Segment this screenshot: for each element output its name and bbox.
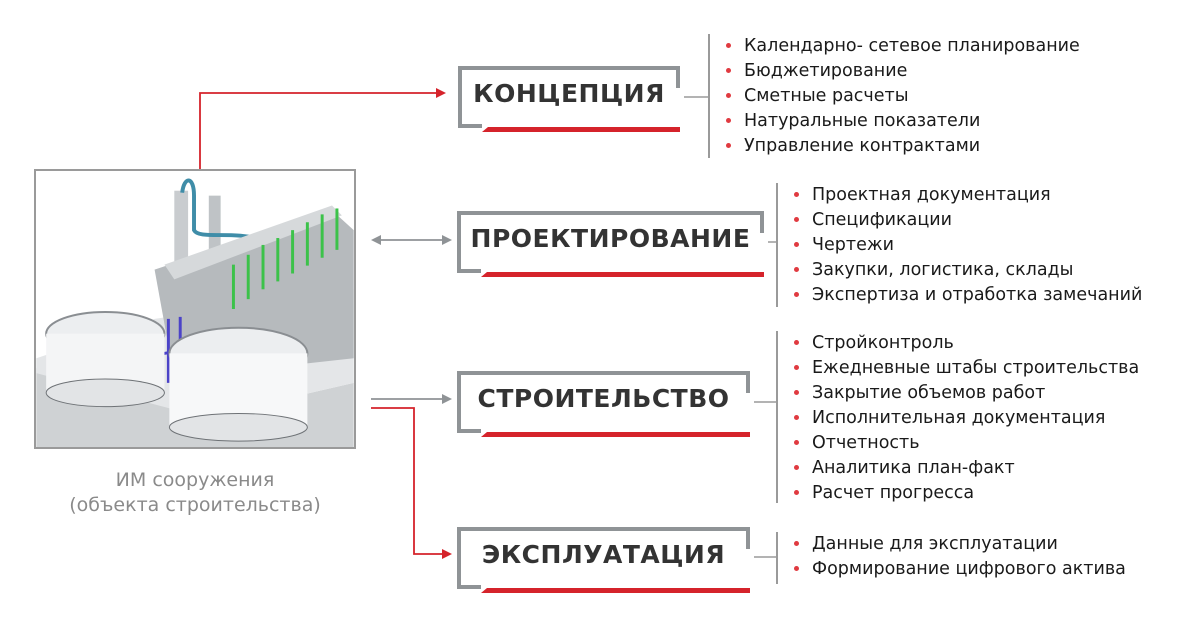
list-item: Спецификации bbox=[794, 208, 1142, 233]
list-item: Аналитика план-факт bbox=[794, 456, 1139, 481]
bullet-icon bbox=[794, 541, 799, 546]
list-item: Натуральные показатели bbox=[726, 109, 1080, 134]
industrial-plant-illustration bbox=[36, 171, 354, 447]
bullet-icon bbox=[794, 465, 799, 470]
bullet-icon bbox=[794, 292, 799, 297]
red-underline-accent bbox=[481, 432, 750, 437]
stage-title: КОНЦЕПЦИЯ bbox=[473, 79, 665, 108]
model-caption-line-1: ИМ сооружения bbox=[115, 469, 275, 491]
bullet-icon bbox=[794, 365, 799, 370]
model-caption-line-2: (объекта строительства) bbox=[69, 494, 321, 516]
bullet-icon bbox=[794, 192, 799, 197]
list-item: Закупки, логистика, склады bbox=[794, 258, 1142, 283]
bullet-icon bbox=[794, 415, 799, 420]
facility-3d-model-image bbox=[34, 169, 356, 449]
list-item: Управление контрактами bbox=[726, 134, 1080, 159]
stage-construction-box: СТРОИТЕЛЬСТВО bbox=[457, 371, 754, 437]
stage-design-list: Проектная документация Спецификации Черт… bbox=[776, 183, 1142, 307]
bullet-icon bbox=[794, 217, 799, 222]
list-item: Закрытие объемов работ bbox=[794, 381, 1139, 406]
list-item: Исполнительная документация bbox=[794, 406, 1139, 431]
list-bracket bbox=[708, 34, 710, 158]
stage-construction-list: Стройконтроль Ежедневные штабы строитель… bbox=[776, 331, 1139, 503]
red-underline-accent bbox=[481, 588, 750, 593]
bullet-icon bbox=[794, 267, 799, 272]
list-item: Календарно- сетевое планирование bbox=[726, 34, 1080, 59]
list-item: Бюджетирование bbox=[726, 59, 1080, 84]
stage-operation-list: Данные для эксплуатации Формирование циф… bbox=[776, 532, 1126, 584]
bullet-icon bbox=[726, 143, 731, 148]
bullet-icon bbox=[794, 340, 799, 345]
bullet-icon bbox=[726, 68, 731, 73]
list-item: Экспертиза и отработка замечаний bbox=[794, 283, 1142, 308]
list-bracket bbox=[776, 532, 778, 584]
list-item: Расчет прогресса bbox=[794, 481, 1139, 506]
list-bracket bbox=[776, 331, 778, 503]
list-bracket bbox=[776, 183, 778, 307]
list-item: Стройконтроль bbox=[794, 331, 1139, 356]
stage-title: СТРОИТЕЛЬСТВО bbox=[477, 384, 730, 413]
stage-design-box: ПРОЕКТИРОВАНИЕ bbox=[457, 211, 768, 277]
concept-connector-arrow bbox=[199, 88, 446, 169]
list-item: Ежедневные штабы строительства bbox=[794, 356, 1139, 381]
stage-concept-list: Календарно- сетевое планирование Бюджети… bbox=[708, 34, 1080, 158]
stage-title: ПРОЕКТИРОВАНИЕ bbox=[470, 224, 751, 253]
bullet-icon bbox=[726, 93, 731, 98]
operation-connector-arrow bbox=[371, 407, 452, 559]
bullet-icon bbox=[726, 43, 731, 48]
list-item: Сметные расчеты bbox=[726, 84, 1080, 109]
bullet-icon bbox=[794, 490, 799, 495]
bullet-icon bbox=[794, 242, 799, 247]
stage-concept-box: КОНЦЕПЦИЯ bbox=[458, 66, 684, 132]
bullet-icon bbox=[794, 440, 799, 445]
model-caption: ИМ сооружения (объекта строительства) bbox=[34, 468, 356, 518]
bullet-icon bbox=[726, 118, 731, 123]
list-item: Данные для эксплуатации bbox=[794, 532, 1126, 557]
list-item: Проектная документация bbox=[794, 183, 1142, 208]
bullet-icon bbox=[794, 390, 799, 395]
stage-title: ЭКСПЛУАТАЦИЯ bbox=[481, 540, 726, 569]
red-underline-accent bbox=[481, 272, 764, 277]
bullet-icon bbox=[794, 566, 799, 571]
red-underline-accent bbox=[482, 127, 680, 132]
list-item: Чертежи bbox=[794, 233, 1142, 258]
list-item: Формирование цифрового актива bbox=[794, 557, 1126, 582]
list-item: Отчетность bbox=[794, 431, 1139, 456]
stage-operation-box: ЭКСПЛУАТАЦИЯ bbox=[457, 527, 754, 593]
